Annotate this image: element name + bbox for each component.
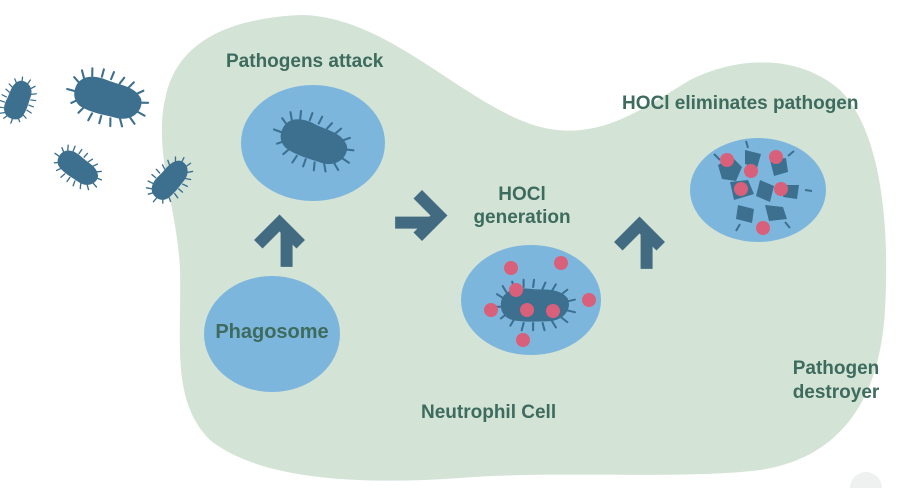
bacterium-icon xyxy=(59,60,155,136)
pathogen-destroyer-label: Pathogen destroyer xyxy=(776,357,896,405)
pathogens-attack-label: Pathogens attack xyxy=(226,51,384,72)
phagosome-label: Phagosome xyxy=(215,321,329,343)
bacterium-icon xyxy=(264,101,362,182)
phagosome-vesicle xyxy=(204,276,340,392)
pathogen-destroyer-line2: destroyer xyxy=(792,381,880,403)
arrow-icon xyxy=(614,216,665,269)
hocl-generation-line1: HOCl xyxy=(498,184,546,205)
arrow-icon xyxy=(395,190,448,241)
neutrophil-cell-label: Neutrophil Cell xyxy=(421,402,557,423)
hocl-generation-label: HOCl generation xyxy=(462,184,582,230)
hocl-molecule-icon xyxy=(484,256,596,347)
bacterium-icon xyxy=(45,137,110,198)
pathogen-destroyer-line1: Pathogen xyxy=(792,358,880,379)
hocl-generation-line2: generation xyxy=(473,206,571,228)
hocl-eliminates-label: HOCl eliminates pathogen xyxy=(622,93,859,114)
hocl-molecule-icon xyxy=(720,150,788,235)
arrow-icon xyxy=(254,214,305,267)
bacterium-fragments-icon xyxy=(713,140,813,232)
bacterium-icon xyxy=(0,71,43,130)
bacterium-icon xyxy=(138,148,201,213)
corner-badge-icon xyxy=(850,472,882,488)
